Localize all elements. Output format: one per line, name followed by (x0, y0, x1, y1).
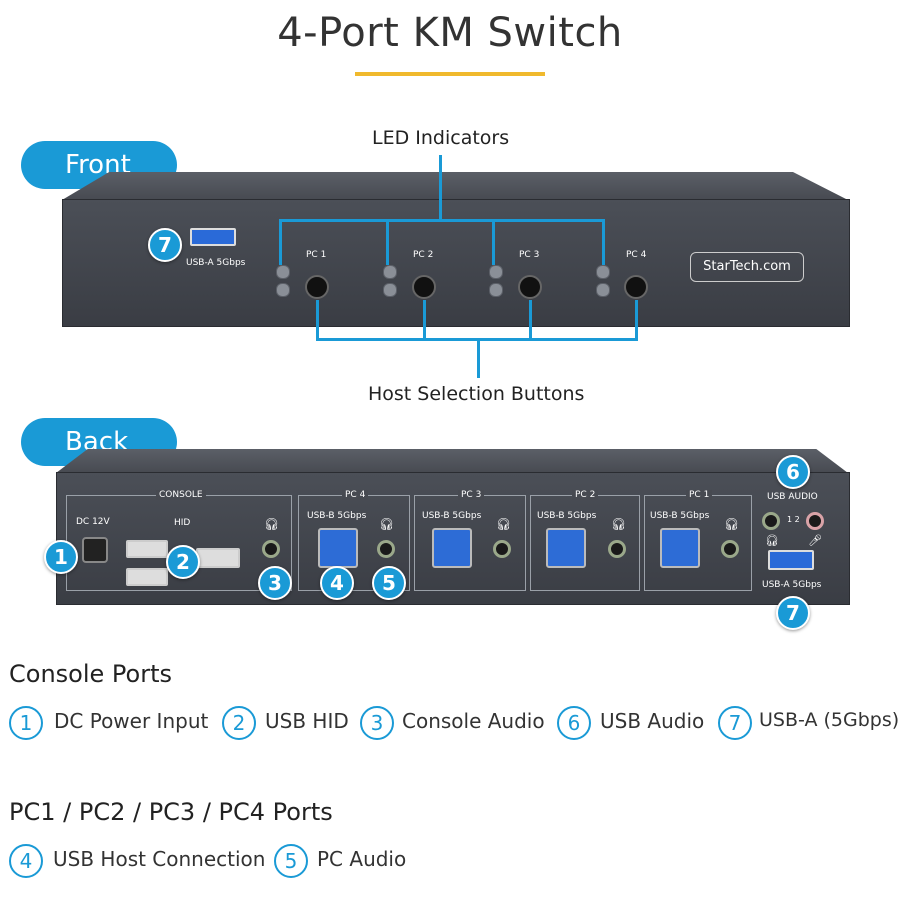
hid-label: HID (174, 518, 191, 528)
usb-audio-label: USB AUDIO (767, 492, 818, 502)
callout-1: 1 (44, 540, 78, 574)
usb-b-port (432, 528, 472, 568)
led-drop-3 (492, 219, 495, 265)
dc-jack (82, 537, 108, 563)
legend-num: 3 (360, 706, 394, 740)
led-indicator (596, 283, 610, 297)
button-connector-line (477, 338, 480, 378)
usb-a-label-back: USB-A 5Gbps (762, 580, 822, 590)
usb-b-port (660, 528, 700, 568)
pc1-label-back: PC 1 (686, 490, 713, 500)
pc-audio-jack (493, 540, 511, 558)
legend-text: USB Audio (600, 709, 705, 733)
back-device-top (56, 449, 848, 473)
usb-hid-port (126, 540, 168, 558)
callout-5: 5 (372, 566, 406, 600)
brand-logo: StarTech.com (690, 252, 804, 282)
pc1-select-button[interactable] (305, 275, 329, 299)
led-indicator (489, 283, 503, 297)
headphone-icon: 🎧︎ (765, 534, 779, 547)
legend-num: 1 (9, 706, 43, 740)
console-audio-jack (262, 540, 280, 558)
console-label: CONSOLE (156, 490, 206, 500)
legend-text: DC Power Input (54, 709, 209, 733)
usb-b-label: USB-B 5Gbps (422, 511, 482, 521)
pc4-label-front: PC 4 (626, 250, 647, 260)
led-drop-4 (602, 219, 605, 265)
pc4-select-button[interactable] (624, 275, 648, 299)
callout-4: 4 (320, 566, 354, 600)
pc-audio-jack (721, 540, 739, 558)
legend-text: PC Audio (317, 847, 407, 871)
audio-marks: 1 2 (787, 515, 800, 524)
led-drop-1 (279, 219, 282, 265)
headphone-icon: 🎧︎ (724, 517, 740, 531)
led-indicators-callout: LED Indicators (372, 127, 510, 149)
pc4-label-back: PC 4 (342, 490, 369, 500)
button-connector-line (635, 300, 638, 340)
button-connector-line (316, 300, 319, 340)
page-title: 4-Port KM Switch (277, 10, 623, 56)
pc2-label-back: PC 2 (572, 490, 599, 500)
headphone-icon: 🎧︎ (379, 517, 395, 531)
usb-b-label: USB-B 5Gbps (537, 511, 597, 521)
legend-text: Console Audio (402, 709, 545, 733)
pc3-label-front: PC 3 (519, 250, 540, 260)
legend-num: 7 (718, 706, 752, 740)
callout-7-back: 7 (776, 596, 810, 630)
pc3-label-back: PC 3 (458, 490, 485, 500)
usb-hid-port (126, 568, 168, 586)
legend-num: 2 (222, 706, 256, 740)
led-connector-line (279, 219, 605, 222)
usb-b-label: USB-B 5Gbps (650, 511, 710, 521)
legend-text: USB Host Connection (53, 847, 266, 871)
headphone-icon: 🎧︎ (496, 517, 512, 531)
console-ports-heading: Console Ports (9, 660, 172, 688)
callout-7-front: 7 (148, 228, 182, 262)
legend-text: USB-A (5Gbps) (759, 709, 900, 731)
microphone-icon: 🎤︎ (808, 534, 822, 547)
pc1-label-front: PC 1 (306, 250, 327, 260)
legend-text: USB HID (265, 709, 349, 733)
host-selection-callout: Host Selection Buttons (368, 383, 585, 405)
pc-ports-heading: PC1 / PC2 / PC3 / PC4 Ports (9, 798, 333, 826)
headphone-icon: 🎧︎ (264, 517, 280, 531)
led-indicator (489, 265, 503, 279)
led-indicator (383, 265, 397, 279)
led-indicator (596, 265, 610, 279)
led-indicator (276, 283, 290, 297)
front-device-top (62, 172, 848, 200)
button-connector-line (529, 300, 532, 340)
usb-b-port (546, 528, 586, 568)
led-drop-2 (386, 219, 389, 265)
usb-audio-headphone-jack (762, 512, 780, 530)
dc-label: DC 12V (76, 517, 110, 527)
legend-num: 5 (274, 844, 308, 878)
callout-3: 3 (258, 566, 292, 600)
pc-audio-jack (377, 540, 395, 558)
pc3-select-button[interactable] (518, 275, 542, 299)
callout-2: 2 (166, 545, 200, 579)
usb-b-label: USB-B 5Gbps (307, 511, 367, 521)
legend-num: 6 (557, 706, 591, 740)
usb-a-port-back (768, 550, 814, 570)
usb-b-port (318, 528, 358, 568)
headphone-icon: 🎧︎ (611, 517, 627, 531)
legend-num: 4 (9, 844, 43, 878)
led-indicator (276, 265, 290, 279)
button-connector-line (423, 300, 426, 340)
led-indicator (383, 283, 397, 297)
pc2-select-button[interactable] (412, 275, 436, 299)
led-connector-line (439, 155, 442, 220)
pc2-label-front: PC 2 (413, 250, 434, 260)
callout-6: 6 (776, 455, 810, 489)
usb-hid-port (196, 548, 240, 568)
title-underline (355, 72, 545, 76)
usb-audio-mic-jack (806, 512, 824, 530)
usb-label-front: USB-A 5Gbps (186, 258, 246, 268)
usb-a-port-front (190, 228, 236, 246)
pc-audio-jack (608, 540, 626, 558)
